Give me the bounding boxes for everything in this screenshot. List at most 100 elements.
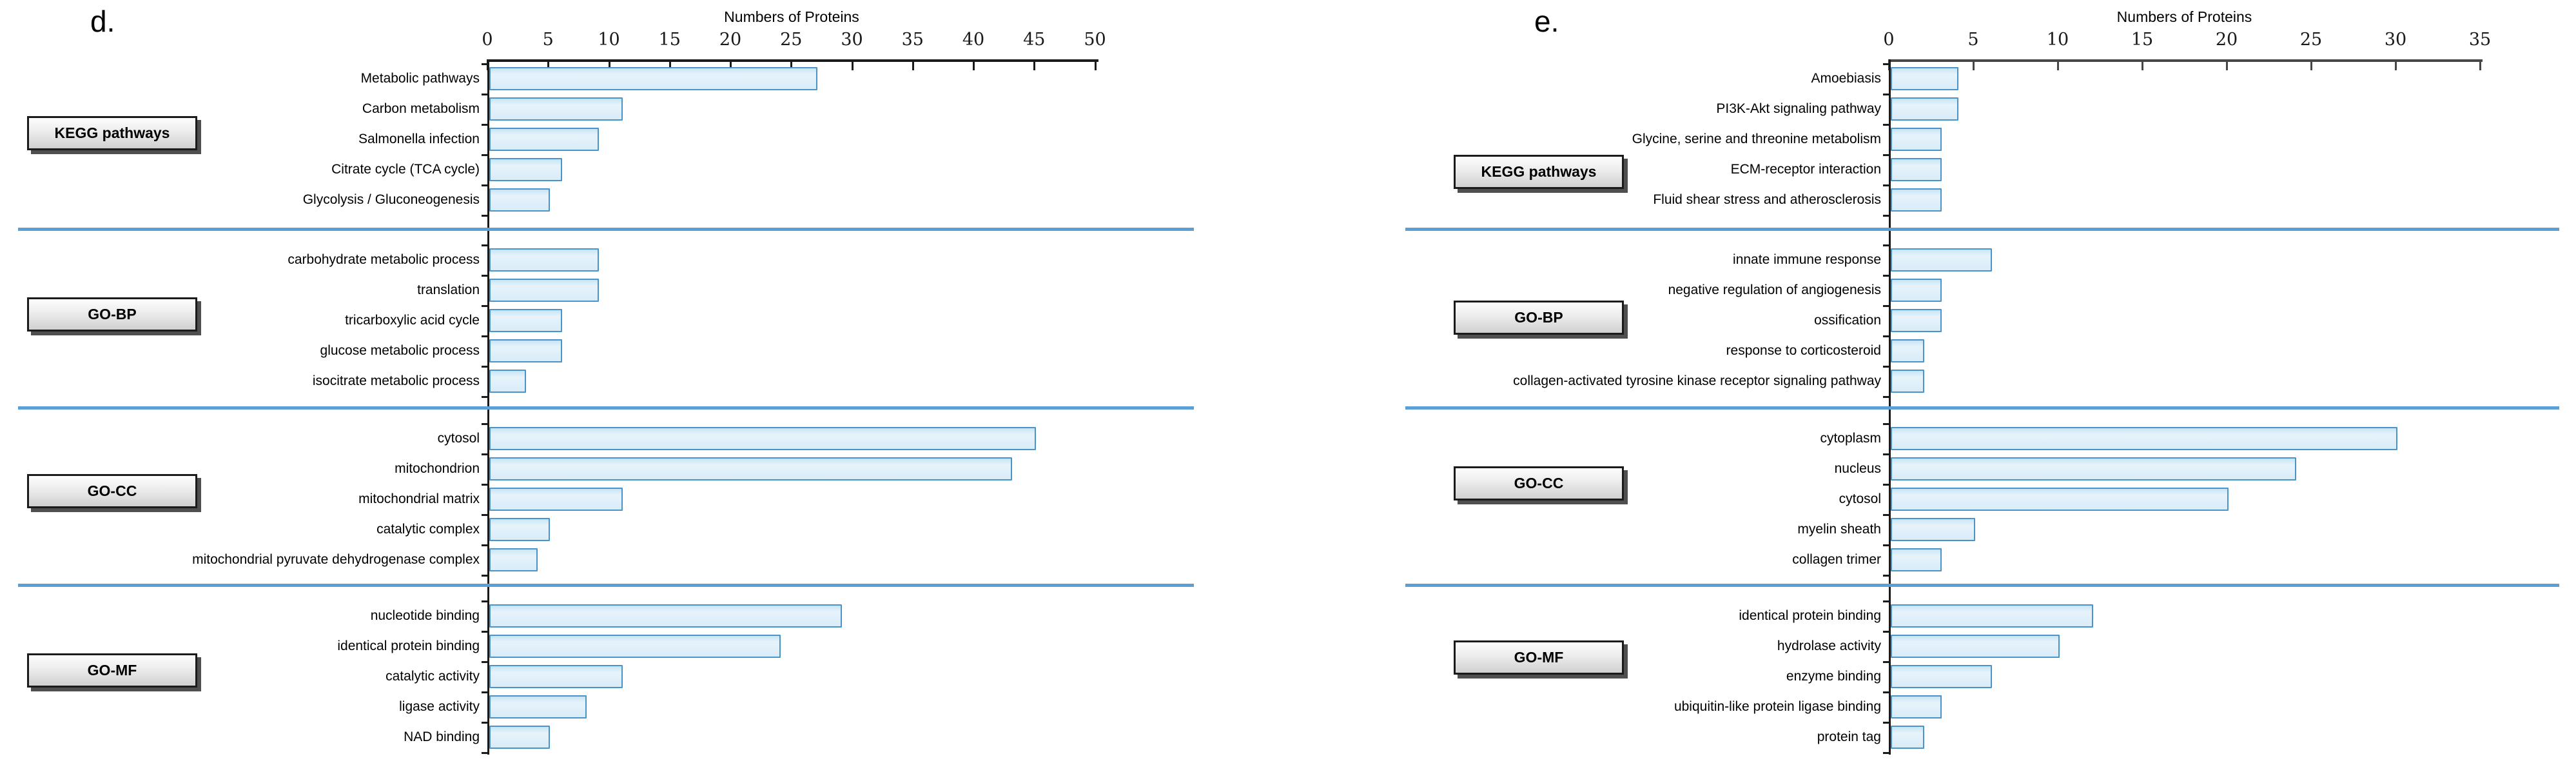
bar-label: cytoplasm <box>1820 431 1881 446</box>
category-tick-mark <box>1883 305 1889 307</box>
bar-label: Salmonella infection <box>358 132 480 146</box>
bar-label: isocitrate metabolic process <box>312 373 480 388</box>
axis-tick-mark <box>790 62 793 70</box>
bar-label: ubiquitin-like protein ligase binding <box>1673 699 1881 714</box>
bar-label: Amoebiasis <box>1811 71 1881 86</box>
bar-label: ossification <box>1814 313 1881 328</box>
category-tick-mark <box>1883 94 1889 95</box>
axis-tick-mark <box>668 62 671 70</box>
category-tick-mark <box>482 514 487 516</box>
category-tick-mark <box>1883 600 1889 602</box>
panel-letter: e. <box>1534 5 1559 38</box>
bar <box>489 188 551 212</box>
bar-label: identical protein binding <box>1739 608 1881 623</box>
bar <box>1891 635 2060 658</box>
axis-tick-mark <box>1973 62 1975 70</box>
bar-label: Glycolysis / Gluconeogenesis <box>302 192 480 207</box>
bar <box>1891 309 1942 332</box>
section-separator-line <box>1405 584 2559 587</box>
category-tick-mark <box>1883 154 1889 156</box>
bar <box>1891 518 1975 541</box>
category-tick-mark <box>482 215 487 217</box>
axis-tick-mark <box>2226 62 2228 70</box>
bar-label: PI3K-Akt signaling pathway <box>1716 101 1881 116</box>
category-tick-mark <box>1883 575 1889 577</box>
section-separator-line <box>18 228 1194 231</box>
category-tick-mark <box>1883 215 1889 217</box>
category-tick-mark <box>1883 544 1889 546</box>
axis-tick-mark <box>730 62 732 70</box>
category-tick-mark <box>1883 752 1889 754</box>
bar-label: identical protein binding <box>337 639 480 653</box>
category-tick-mark <box>1883 184 1889 186</box>
category-tick-mark <box>482 275 487 277</box>
bar-label: ECM-receptor interaction <box>1730 162 1881 177</box>
category-tick-mark <box>1883 484 1889 486</box>
axis-tick-label: 20 <box>2215 30 2238 50</box>
bar-label: carbohydrate metabolic process <box>288 252 480 267</box>
bar-label: cytosol <box>1839 491 1881 506</box>
axis-tick-label: 30 <box>841 30 863 50</box>
bar <box>489 548 538 571</box>
axis-tick-mark <box>912 62 914 70</box>
axis-tick-mark <box>2479 62 2481 70</box>
category-tick-mark <box>482 124 487 126</box>
axis-tick-label: 45 <box>1023 30 1046 50</box>
axis-tick-label: 35 <box>901 30 924 50</box>
bar-label: mitochondrial matrix <box>358 491 480 506</box>
bar-label: Fluid shear stress and atherosclerosis <box>1653 192 1881 207</box>
category-tick-mark <box>482 366 487 368</box>
category-tick-mark <box>1883 396 1889 398</box>
category-box-go-cc: GO-CC <box>27 474 197 508</box>
axis-tick-label: 15 <box>2131 30 2154 50</box>
category-tick-mark <box>482 600 487 602</box>
bar <box>1891 604 2094 628</box>
category-box-go-bp: GO-BP <box>1454 301 1624 335</box>
category-tick-mark <box>482 575 487 577</box>
bar <box>489 604 842 628</box>
axis-tick-mark <box>2142 62 2143 70</box>
category-tick-mark <box>1883 453 1889 455</box>
bar <box>1891 370 1925 393</box>
category-tick-mark <box>482 184 487 186</box>
x-axis-title: Numbers of Proteins <box>2116 8 2252 25</box>
bar-label: cytosol <box>437 431 480 446</box>
bar <box>1891 665 1993 688</box>
category-tick-mark <box>1883 244 1889 246</box>
bar <box>489 665 623 688</box>
category-box-kegg-pathways: KEGG pathways <box>1454 155 1624 189</box>
bar-label: enzyme binding <box>1786 669 1881 684</box>
bar <box>489 635 781 658</box>
bar-label: collagen trimer <box>1792 552 1881 567</box>
axis-tick-label: 40 <box>962 30 985 50</box>
axis-tick-label: 0 <box>1883 30 1895 50</box>
bar-label: glucose metabolic process <box>320 343 480 358</box>
bar <box>489 427 1037 450</box>
bar <box>1891 548 1942 571</box>
axis-tick-label: 25 <box>780 30 803 50</box>
category-tick-mark <box>482 335 487 337</box>
bar-label: mitochondrial pyruvate dehydrogenase com… <box>192 552 480 567</box>
section-separator-line <box>1405 406 2559 410</box>
bar-label: response to corticosteroid <box>1726 343 1881 358</box>
axis-tick-mark <box>973 62 975 70</box>
category-tick-mark <box>1883 423 1889 425</box>
bar <box>1891 279 1942 302</box>
bar <box>489 67 817 90</box>
bar-label: Carbon metabolism <box>362 101 480 116</box>
bar-label: Metabolic pathways <box>360 71 480 86</box>
bar <box>1891 427 2397 450</box>
bar <box>1891 457 2296 481</box>
category-tick-mark <box>482 484 487 486</box>
category-tick-mark <box>482 722 487 724</box>
category-tick-mark <box>482 752 487 754</box>
category-tick-mark <box>482 63 487 65</box>
bar <box>489 457 1012 481</box>
bar <box>1891 339 1925 362</box>
category-tick-mark <box>1883 63 1889 65</box>
axis-tick-mark <box>608 62 610 70</box>
axis-tick-mark <box>1033 62 1036 70</box>
axis-tick-label: 20 <box>719 30 742 50</box>
axis-tick-mark <box>2395 62 2397 70</box>
